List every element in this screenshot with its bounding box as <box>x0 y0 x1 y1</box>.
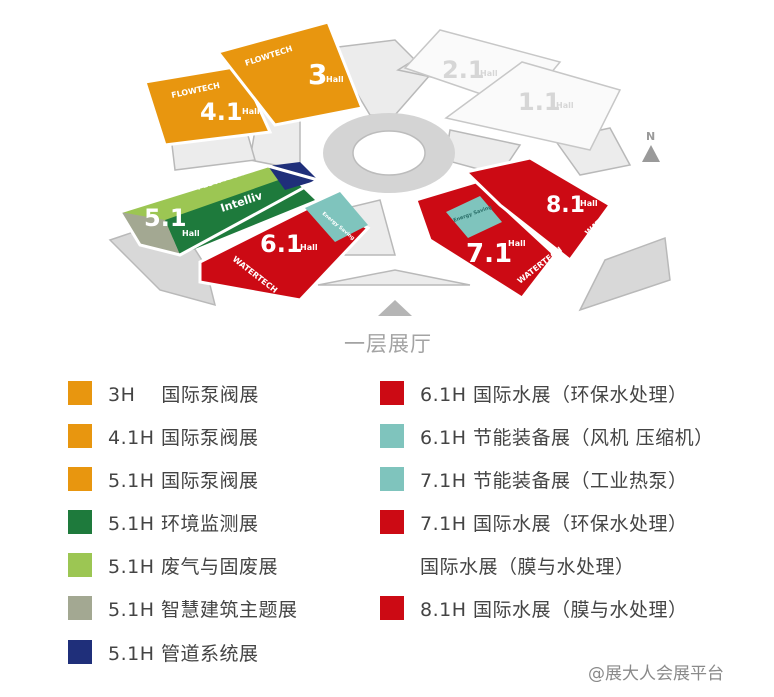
hall-6-1-unit: Hall <box>300 243 318 252</box>
legend-swatch <box>380 467 404 491</box>
legend-swatch <box>68 467 92 491</box>
legend-label: 5.1H 废气与固废展 <box>108 555 279 578</box>
compass-arrow-icon <box>642 145 660 162</box>
hall-4-1-number: 4.1 <box>200 98 243 126</box>
roundabout-inner <box>352 130 426 176</box>
hall-6-1-number: 6.1 <box>260 230 303 258</box>
legend-swatch <box>380 510 404 534</box>
legend-label: 8.1H 国际水展（膜与水处理） <box>420 598 688 621</box>
legend-label: 3H 国际泵阀展 <box>108 383 259 406</box>
legend-label: 6.1H 节能装备展（风机 压缩机） <box>420 426 714 449</box>
hall-6-1-energy-zone <box>305 192 368 242</box>
hall-1-1[interactable] <box>444 61 622 151</box>
legend-label: 5.1H 管道系统展 <box>108 642 259 665</box>
hall-8-1-number: 8.1 <box>546 193 585 218</box>
legend-label: 国际水展（膜与水处理） <box>420 555 635 578</box>
legend-swatch <box>380 596 404 620</box>
corridor-top <box>328 39 432 116</box>
hall-2-1-unit: Hall <box>480 69 498 78</box>
floor-label: 一层展厅 <box>344 332 432 356</box>
entrance-arrow-icon <box>378 300 412 316</box>
exhibition-floor-map: 3 FLOWTECH Hall 4.1 FLOWTECH Hall 2.1 Ha… <box>108 20 671 316</box>
hall-1-1-number: 1.1 <box>518 88 561 116</box>
legend-label: 6.1H 国际水展（环保水处理） <box>420 383 688 406</box>
legend-item-left-2: 5.1H 国际泵阀展 <box>68 467 259 492</box>
legend-swatch <box>68 510 92 534</box>
hall-5-1-unit: Hall <box>182 229 200 238</box>
hall-1-1-unit: Hall <box>556 101 574 110</box>
hall-7-1-unit: Hall <box>508 239 526 248</box>
hall-5-1[interactable] <box>117 162 322 257</box>
pavilion-right <box>578 236 671 312</box>
legend-swatch <box>68 553 92 577</box>
legend-item-right-4: 国际水展（膜与水处理） <box>380 553 635 578</box>
legend-item-left-3: 5.1H 环境监测展 <box>68 510 259 535</box>
legend-item-right-3: 7.1H 国际水展（环保水处理） <box>380 510 688 535</box>
hall-4-1[interactable] <box>143 64 273 147</box>
watermark: @展大人会展平台 <box>588 664 724 684</box>
legend-swatch <box>380 381 404 405</box>
legend-label: 5.1H 国际泵阀展 <box>108 469 259 492</box>
hall-8-1[interactable] <box>462 156 613 263</box>
legend-swatch <box>380 424 404 448</box>
legend-swatch <box>68 424 92 448</box>
legend-item-left-0: 3H 国际泵阀展 <box>68 381 259 406</box>
legend-swatch <box>68 381 92 405</box>
legend-swatch <box>68 640 92 664</box>
legend-label: 4.1H 国际泵阀展 <box>108 426 259 449</box>
legend-item-left-4: 5.1H 废气与固废展 <box>68 553 279 578</box>
legend-item-right-0: 6.1H 国际水展（环保水处理） <box>380 381 688 406</box>
corridor-bottom-entry <box>317 269 471 286</box>
legend-item-left-1: 4.1H 国际泵阀展 <box>68 424 259 449</box>
hall-7-1-number: 7.1 <box>466 239 512 269</box>
legend-swatch-empty <box>380 553 404 577</box>
hall-5-1-number: 5.1 <box>144 204 187 232</box>
hall-3-number: 3 <box>308 58 327 91</box>
legend-item-right-1: 6.1H 节能装备展（风机 压缩机） <box>380 424 714 449</box>
legend-label: 7.1H 国际水展（环保水处理） <box>420 512 688 535</box>
legend-label: 7.1H 节能装备展（工业热泵） <box>420 469 688 492</box>
hall-3[interactable] <box>215 20 365 127</box>
legend-item-left-6: 5.1H 管道系统展 <box>68 640 259 665</box>
legend-swatch <box>68 596 92 620</box>
legend-label: 5.1H 智慧建筑主题展 <box>108 598 298 621</box>
hall-8-1-unit: Hall <box>580 199 598 208</box>
legend-item-right-5: 8.1H 国际水展（膜与水处理） <box>380 596 688 621</box>
hall-3-unit: Hall <box>326 75 344 84</box>
legend-item-left-5: 5.1H 智慧建筑主题展 <box>68 596 298 621</box>
legend-label: 5.1H 环境监测展 <box>108 512 259 535</box>
hall-2-1-number: 2.1 <box>442 56 485 84</box>
hall-4-1-unit: Hall <box>242 107 260 116</box>
hall-7-1-energy-zone <box>446 196 502 238</box>
compass-letter: N <box>646 130 655 143</box>
legend-item-right-2: 7.1H 节能装备展（工业热泵） <box>380 467 688 492</box>
